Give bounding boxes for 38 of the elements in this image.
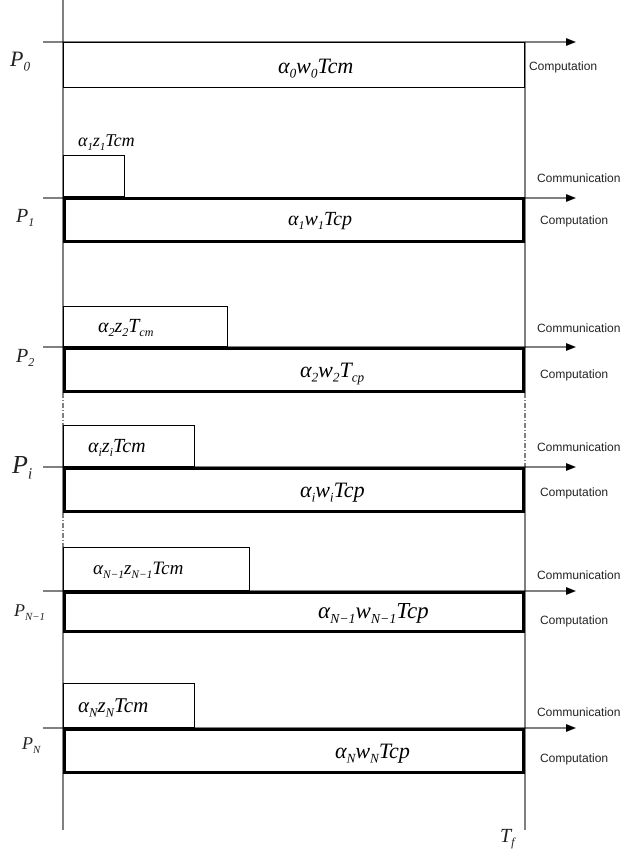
phase-label: Computation xyxy=(540,214,608,226)
phase-label: Computation xyxy=(540,752,608,764)
formula-label: α$_{N}$z$_{N}$Tcm xyxy=(78,695,148,719)
formula-label: α$_{1}$z$_{1}$Tcm xyxy=(78,131,135,153)
phase-label: Communication xyxy=(537,172,620,184)
formula-label: α$_{2}$z$_{2}$T$_{cm}$ xyxy=(98,316,154,338)
computation-bar xyxy=(63,347,525,393)
computation-bar xyxy=(63,591,525,633)
phase-label: Communication xyxy=(537,569,620,581)
formula-label: α$_{2}$w$_{2}$T$_{cp}$ xyxy=(300,359,364,384)
phase-label: Computation xyxy=(540,614,608,626)
communication-bar xyxy=(63,425,195,467)
processor-label: P$_{N}$ xyxy=(22,734,40,756)
formula-label: α$_{0}$w$_{0}$Tcm xyxy=(278,55,354,80)
formula-label: α$_{i}$z$_{i}$Tcm xyxy=(88,436,146,458)
phase-label: Communication xyxy=(537,441,620,453)
formula-label: α$_{i}$w$_{i}$Tcp xyxy=(300,479,365,504)
communication-bar xyxy=(63,547,250,591)
processor-label: T$_{f}$ xyxy=(500,826,514,848)
processor-label: P$_{N−1}$ xyxy=(14,601,45,623)
formula-label: α$_{N−1}$w$_{N−1}$Tcp xyxy=(318,599,429,626)
communication-bar xyxy=(63,42,525,88)
phase-label: Computation xyxy=(540,486,608,498)
formula-label: α$_{N}$w$_{N}$Tcp xyxy=(335,740,410,765)
computation-bar xyxy=(63,728,525,774)
communication-bar xyxy=(63,306,228,347)
formula-label: α$_{1}$w$_{1}$Tcp xyxy=(288,209,352,232)
phase-label: Computation xyxy=(540,368,608,380)
communication-bar xyxy=(63,683,195,728)
formula-label: α$_{N−1}$z$_{N−1}$Tcm xyxy=(93,559,184,582)
phase-label: Communication xyxy=(537,706,620,718)
phase-label: Communication xyxy=(537,322,620,334)
processor-label: P$_{2}$ xyxy=(16,346,34,368)
processor-label: P$_{0}$ xyxy=(10,48,30,73)
processor-label: P$_{1}$ xyxy=(16,206,34,228)
processor-label: P$_{i}$ xyxy=(12,452,32,482)
computation-bar xyxy=(63,197,525,243)
computation-bar xyxy=(63,467,525,513)
